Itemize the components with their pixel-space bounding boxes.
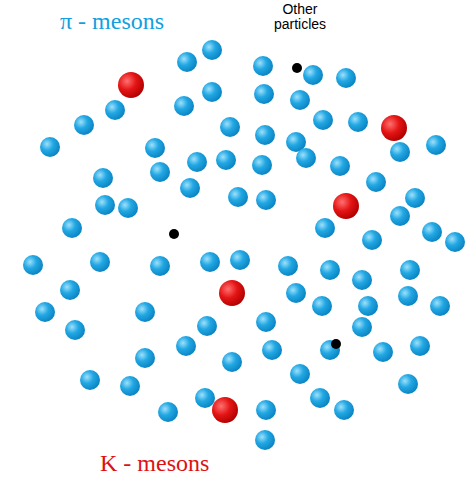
pi-meson-dots bbox=[23, 40, 465, 450]
other-particles-label: Other particles bbox=[262, 2, 338, 33]
k-meson-label: K - mesons bbox=[100, 450, 209, 476]
k-meson-dots bbox=[118, 72, 407, 423]
pi-meson-label: π - mesons bbox=[60, 8, 164, 34]
other-particle-dots bbox=[169, 63, 341, 349]
